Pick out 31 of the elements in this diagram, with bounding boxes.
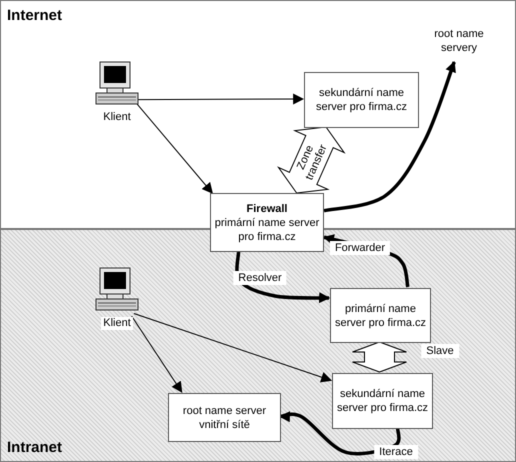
block-arrow [352,341,407,373]
network-zone [0,0,516,229]
server-box [304,72,419,128]
box-text: primární name server pro firma.cz [214,216,320,244]
client-label: Klient [102,111,132,124]
server-box [210,193,324,252]
box-text: root name server vnitřní sítě [182,404,268,432]
server-box [330,288,431,343]
block-arrow [277,126,346,194]
box-text: primární name server pro firma.cz [334,302,428,330]
zone-heading: Internet [7,8,62,23]
node-label: root name servery [421,27,497,63]
edge-label: Forwarder [330,241,390,255]
edge-label: Iterace [374,445,418,459]
zone-heading: Intranet [7,440,62,455]
client-label: Klient [101,317,133,330]
arrow [136,102,213,194]
edge-label: Slave [421,344,459,358]
arrow [278,410,401,456]
arrow [324,60,456,212]
server-box [332,373,433,429]
network-zone [0,229,516,462]
server-box [168,393,281,442]
arrow [133,313,332,382]
arrow [138,94,304,105]
box-text: sekundární name server pro firma.cz [314,86,408,114]
box-heading: Firewall [246,202,288,216]
arrow [131,316,182,393]
box-text: sekundární name server pro firma.cz [336,387,430,415]
edge-label: Resolver [233,271,287,285]
arrow [235,252,330,304]
